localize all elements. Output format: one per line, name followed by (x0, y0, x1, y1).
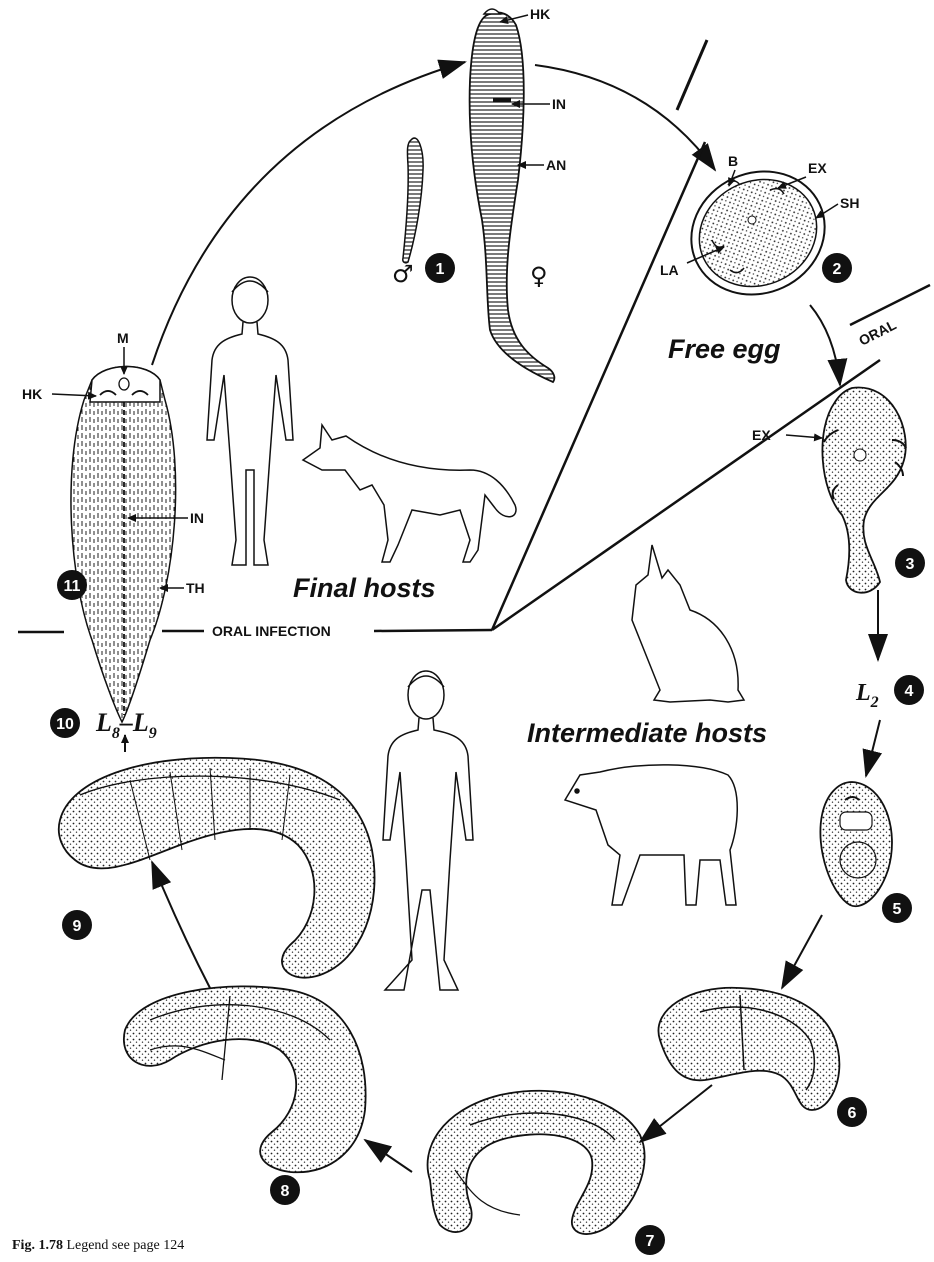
svg-text:2: 2 (833, 261, 842, 278)
stage-number-10: 10 (50, 708, 80, 738)
arrow-7-to-8 (365, 1140, 412, 1172)
divider-oral-infection-right (374, 630, 492, 631)
svg-text:1: 1 (436, 261, 445, 278)
human-final-host (207, 277, 293, 565)
label-la: LA (660, 262, 679, 278)
stage-number-7: 7 (635, 1225, 665, 1255)
arrow-egg-to-oncosphere (810, 305, 840, 385)
arrow-4-to-5 (866, 720, 880, 776)
stage-number-5: 5 (882, 893, 912, 923)
label-th: TH (186, 580, 205, 596)
arrow-6-to-7 (640, 1085, 712, 1142)
label-b: B (728, 153, 738, 169)
label-oral: ORAL (856, 316, 899, 348)
stage-number-6: 6 (837, 1097, 867, 1127)
label-in-top: IN (552, 96, 566, 112)
svg-text:5: 5 (893, 901, 902, 918)
svg-text:9: 9 (73, 918, 82, 935)
label-intermediate-hosts: Intermediate hosts (527, 718, 767, 748)
scolex-drawing (71, 367, 176, 723)
stage-6-drawing (658, 988, 839, 1110)
svg-text:6: 6 (848, 1105, 857, 1122)
stage-number-1: 1 (425, 253, 455, 283)
female-symbol: ♀ (530, 262, 548, 290)
svg-text:10: 10 (56, 716, 74, 733)
dog-final-host (303, 425, 516, 562)
oncosphere-drawing (822, 387, 906, 592)
ex-arrow-oncosphere (786, 435, 822, 438)
label-hk-top: HK (530, 6, 550, 22)
label-hk-left: HK (22, 386, 42, 402)
male-symbol: ♂ (392, 260, 414, 288)
stage-number-3: 3 (895, 548, 925, 578)
sheep-intermediate-host (565, 765, 737, 905)
label-sh: SH (840, 195, 859, 211)
label-ex-oncosphere: EX (752, 427, 771, 443)
rabbit-intermediate-host (632, 545, 744, 702)
label-m: M (117, 330, 129, 346)
figure-caption-text: Legend see page 124 (66, 1238, 184, 1253)
stage-number-2: 2 (822, 253, 852, 283)
label-an: AN (546, 157, 566, 173)
label-free-egg: Free egg (668, 334, 781, 364)
svg-text:3: 3 (906, 556, 915, 573)
stage-9-drawing (59, 758, 375, 978)
svg-text:8: 8 (281, 1183, 290, 1200)
adult-male-worm (403, 138, 423, 263)
svg-text:7: 7 (646, 1233, 655, 1250)
arrow-5-to-6 (782, 915, 822, 988)
stage-8-drawing (124, 986, 366, 1172)
human-intermediate-host (383, 671, 473, 990)
stage-number-8: 8 (270, 1175, 300, 1205)
stage-5-drawing (820, 782, 892, 906)
label-oral-infection: ORAL INFECTION (212, 623, 331, 639)
arrow-8-to-9 (152, 862, 210, 988)
stage-7-drawing (428, 1091, 645, 1234)
figure-caption: Fig. 1.78 Legend see page 124 (12, 1238, 184, 1254)
label-l2: L2 (855, 680, 879, 711)
label-in-left: IN (190, 510, 204, 526)
figure-number: Fig. 1.78 (12, 1238, 63, 1253)
label-ex-egg: EX (808, 160, 827, 176)
divider-top (677, 40, 707, 110)
stage-number-4: 4 (894, 675, 924, 705)
stage-number-9: 9 (62, 910, 92, 940)
svg-text:4: 4 (905, 683, 914, 700)
label-final-hosts: Final hosts (293, 573, 436, 603)
svg-text:11: 11 (64, 578, 81, 595)
stage-number-11: 11 (57, 570, 87, 600)
